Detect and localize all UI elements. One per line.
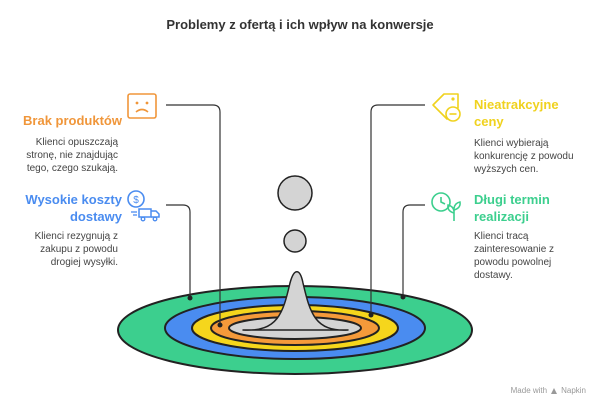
clock-plant-icon xyxy=(431,192,461,221)
water-splash xyxy=(242,271,349,331)
connector-dot-1 xyxy=(217,322,223,328)
item-heading-nieatrakcyjne: Nieatrakcyjne ceny xyxy=(474,97,559,129)
svg-text:$: $ xyxy=(133,195,139,206)
dollar-delivery-truck-icon: $ xyxy=(127,190,160,222)
price-tag-minus-icon xyxy=(432,93,461,122)
item-description-brak-produktow: Klienci opuszczają stronę, nie znajdując… xyxy=(26,137,118,174)
made-with-napkin-footer: Made with Napkin xyxy=(511,386,586,395)
item-description-dlugi-termin: Klienci tracą zainteresowanie z powodu p… xyxy=(474,231,555,281)
connector-wysokie-koszty xyxy=(166,204,191,298)
item-heading-brak-produktow: Brak produktów xyxy=(23,113,122,128)
footer-text: Made with xyxy=(510,386,548,395)
small-drop xyxy=(283,229,307,253)
diagram-title: Problemy z ofertą i ich wpływ na konwers… xyxy=(166,17,434,32)
connector-nieatrakcyjne xyxy=(370,104,425,315)
item-description-nieatrakcyjne: Klienci wybierają konkurencję z powodu w… xyxy=(474,138,574,175)
napkin-logo-icon xyxy=(551,387,558,394)
footer-brand: Napkin xyxy=(561,386,586,395)
connector-dlugi-termin xyxy=(402,204,425,297)
item-heading-dlugi-termin: Długi termin realizacji xyxy=(474,192,550,224)
connector-brak-produktow xyxy=(166,104,221,325)
connector-dot-4 xyxy=(400,294,406,300)
item-heading-wysokie-koszty: Wysokie koszty dostawy xyxy=(25,192,122,224)
sad-face-icon xyxy=(127,93,157,119)
item-description-wysokie-koszty: Klienci rezygnują z zakupu z powodu drog… xyxy=(34,231,118,268)
connector-dot-2 xyxy=(187,295,193,301)
large-drop xyxy=(277,175,313,211)
connector-dot-3 xyxy=(368,312,374,318)
